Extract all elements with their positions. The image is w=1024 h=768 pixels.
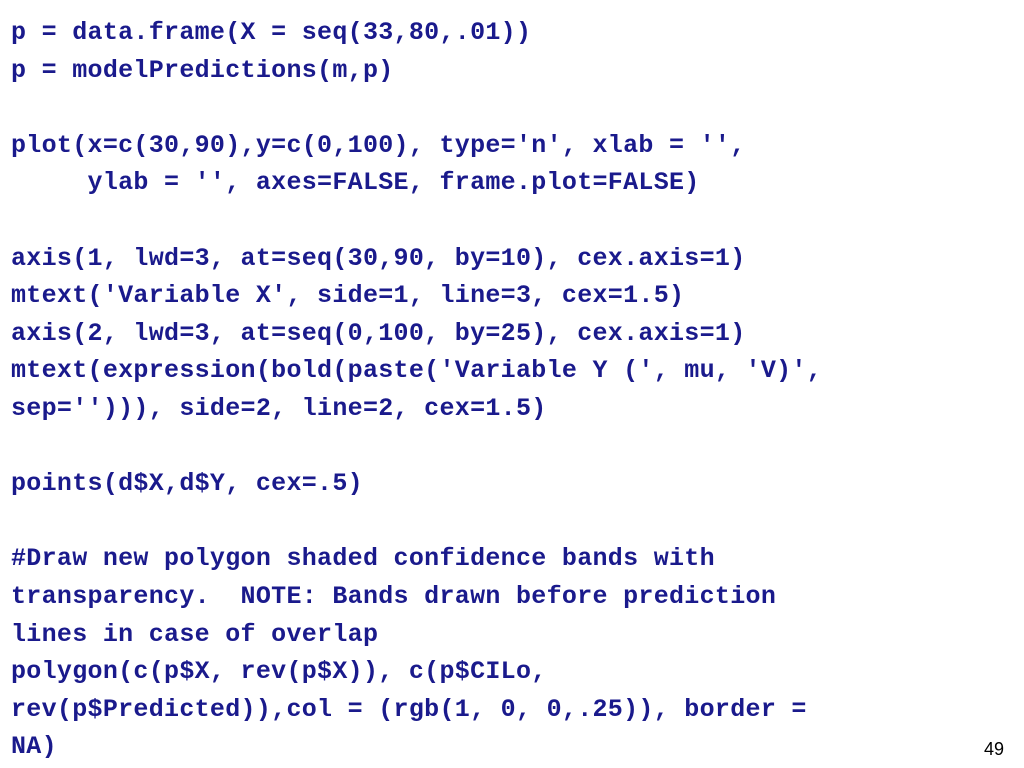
code-line: plot(x=c(30,90),y=c(0,100), type='n', xl… — [11, 130, 746, 160]
code-line: sep=''))), side=2, line=2, cex=1.5) — [11, 393, 547, 423]
code-comment-line: transparency. NOTE: Bands drawn before p… — [11, 581, 777, 611]
code-line: polygon(c(p$X, rev(p$X)), c(p$CILo, — [11, 657, 547, 687]
code-line: p = data.frame(X = seq(33,80,.01)) — [11, 18, 532, 47]
code-line: axis(2, lwd=3, at=seq(0,100, by=25), cex… — [11, 318, 746, 348]
code-line: mtext(expression(bold(paste('Variable Y … — [11, 356, 823, 386]
page-number: 49 — [983, 739, 1004, 759]
code-line: mtext('Variable X', side=1, line=3, cex=… — [11, 281, 685, 311]
code-line: ylab = '', axes=FALSE, frame.plot=FALSE) — [11, 168, 700, 198]
code-line: rev(p$Predicted)),col = (rgb(1, 0, 0,.25… — [11, 694, 807, 724]
code-block: p = data.frame(X = seq(33,80,.01)) p = m… — [11, 14, 1016, 766]
code-comment-line: lines in case of overlap — [11, 619, 379, 649]
code-line: p = modelPredictions(m,p) — [11, 55, 394, 85]
code-line-blank — [11, 89, 1016, 127]
code-comment-line: #Draw new polygon shaded confidence band… — [11, 544, 715, 574]
code-line: points(d$X,d$Y, cex=.5) — [11, 469, 363, 499]
code-line: axis(1, lwd=3, at=seq(30,90, by=10), cex… — [11, 243, 746, 273]
code-line: NA) — [11, 732, 57, 762]
code-line-blank — [11, 503, 1016, 541]
code-line-blank — [11, 202, 1016, 240]
code-line-blank — [11, 428, 1016, 466]
